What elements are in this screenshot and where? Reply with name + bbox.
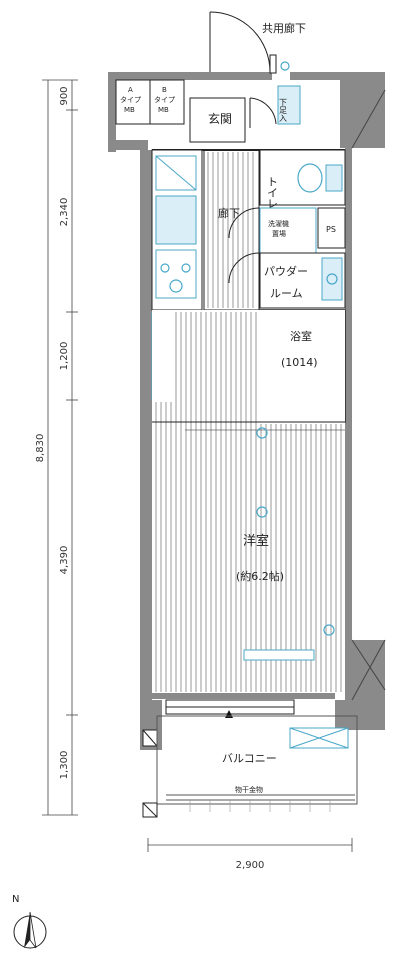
ps-label: PS — [326, 225, 336, 234]
hallway-floor — [207, 152, 254, 308]
western-size-label: (約6.2帖) — [236, 569, 284, 583]
room-floor — [155, 312, 342, 692]
dim-total: 8,830 — [35, 434, 46, 463]
shoe-box — [277, 85, 301, 125]
dim-width: 2,900 — [236, 860, 265, 871]
bath-size-label: (1014) — [281, 356, 318, 369]
left-wall-upper — [108, 72, 116, 152]
powder-label-2: ルーム — [270, 287, 303, 300]
left-wall — [140, 150, 152, 705]
compass-label: N — [12, 894, 19, 905]
dim-4390: 4,390 — [59, 546, 70, 575]
dim-1200: 1,200 — [59, 342, 70, 371]
mb-a — [115, 79, 151, 125]
bathroom-label: 浴室 — [290, 329, 312, 343]
laundry-label: 洗濯機置場 — [268, 219, 289, 238]
stove — [155, 249, 197, 299]
dimension-lines — [42, 79, 353, 852]
mb-b — [149, 79, 185, 125]
compass — [13, 911, 47, 949]
left-wall-step — [108, 140, 148, 150]
balcony-label: バルコニー — [222, 752, 277, 765]
dim-1300: 1,300 — [59, 751, 70, 780]
drain-label: 物干金物 — [235, 785, 263, 794]
sink — [155, 195, 197, 245]
bottom-wall — [152, 693, 335, 699]
western-room-label: 洋室 — [243, 533, 269, 549]
top-wall — [108, 72, 385, 80]
powder-label-1: パウダー — [264, 264, 308, 278]
corridor-label: 共用廊下 — [262, 21, 306, 35]
ps — [317, 207, 346, 249]
dim-2340: 2,340 — [59, 198, 70, 227]
ac-unit — [243, 649, 315, 661]
hallway-label: 廊下 — [218, 206, 240, 220]
entrance-label: 玄関 — [208, 111, 232, 126]
right-column-hatch — [351, 89, 386, 701]
right-wall — [335, 72, 385, 730]
laundry-area — [259, 207, 317, 254]
toilet-label: トイレ — [266, 176, 279, 209]
shoe-box-label: 下足入 — [279, 98, 288, 122]
dim-900: 900 — [59, 86, 70, 105]
entrance-room — [189, 97, 246, 143]
balcony — [156, 715, 358, 805]
